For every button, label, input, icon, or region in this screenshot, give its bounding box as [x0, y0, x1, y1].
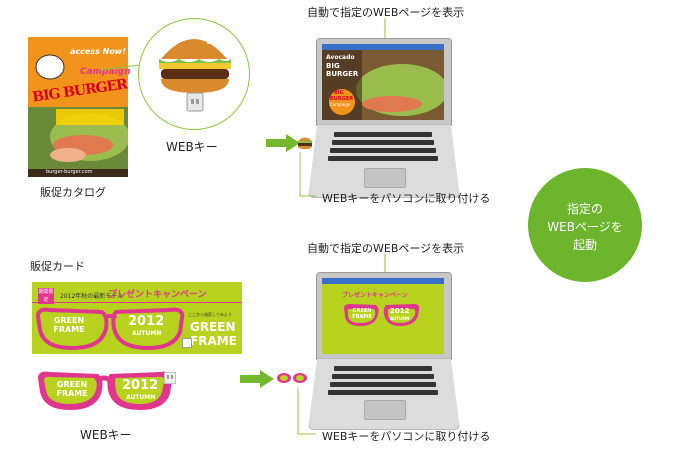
screen-burger: BURGER	[326, 70, 358, 78]
glasses-key-season: AUTUMN	[126, 394, 155, 401]
browser-bar	[322, 278, 444, 284]
screen-glasses-season: AUTUMN	[390, 316, 410, 321]
card-label: 販促カード	[30, 258, 85, 274]
circle-line-1: 指定の	[528, 200, 642, 218]
card-campaign: プレゼントキャンペーン	[108, 287, 207, 300]
bottom-key-label: WEBキー	[80, 426, 132, 443]
screen-glasses-year: 2012	[390, 307, 409, 315]
top-key-label: WEBキー	[166, 138, 218, 155]
burger-icon	[139, 19, 249, 129]
card-qr	[182, 338, 192, 348]
burger-key-circle	[138, 18, 250, 130]
card-small-text: ここから検索してみよう	[188, 312, 232, 318]
attach-pointer-line	[298, 152, 318, 198]
bottom-laptop: プレゼントキャンペーン GREEN FRAME 2012 AUTUMN	[308, 272, 458, 430]
top-touchpad	[364, 168, 406, 188]
attach-pointer-line	[296, 388, 318, 438]
catalog-label: 販促カタログ	[40, 184, 106, 200]
promo-card: 期間限定 2012年秋の最新モデル プレゼントキャンペーン GREEN FRAM…	[32, 282, 242, 354]
card-glasses-season: AUTUMN	[132, 330, 161, 337]
launch-web-page-circle: 指定の WEBページを 起動	[528, 168, 642, 282]
screen-glasses-left: GREEN FRAME	[348, 308, 376, 320]
screen-big: BIG	[326, 62, 340, 70]
arrow-right-icon	[240, 370, 274, 388]
card-glasses-left: GREEN FRAME	[44, 316, 94, 334]
card-glasses-year: 2012	[128, 314, 164, 329]
bottom-attach-caption: WEBキーをパソコンに取り付ける	[322, 428, 490, 444]
catalog-access-now: access Now!	[70, 47, 126, 56]
top-laptop: Avocado BIG BURGER BIG BURGER Campaign	[308, 38, 458, 198]
screen-campaign: プレゼントキャンペーン	[342, 290, 408, 299]
top-laptop-screen: Avocado BIG BURGER BIG BURGER Campaign	[322, 44, 444, 120]
screen-badge-3: Campaign	[330, 102, 350, 107]
card-frame: FRAME	[190, 334, 237, 348]
catalog-url: burger-burger.com	[46, 169, 93, 175]
usb-connector-icon	[164, 372, 176, 384]
promo-catalog: access Now! Campaign BIG BURGER burger-b…	[28, 37, 128, 177]
arrow-right-icon	[266, 134, 300, 152]
top-attach-caption: WEBキーをパソコンに取り付ける	[322, 190, 490, 206]
circle-line-2: WEBページを	[528, 218, 642, 236]
glasses-key: GREEN FRAME 2012 AUTUMN	[36, 368, 176, 412]
bottom-touchpad	[364, 400, 406, 420]
small-glasses-key-icon	[276, 372, 308, 384]
glasses-key-year: 2012	[122, 378, 158, 393]
glasses-key-left: GREEN FRAME	[48, 380, 96, 398]
card-green: GREEN	[190, 320, 236, 334]
circle-line-3: 起動	[528, 236, 642, 254]
screen-avocado: Avocado	[326, 54, 355, 61]
bottom-laptop-screen: プレゼントキャンペーン GREEN FRAME 2012 AUTUMN	[322, 278, 444, 354]
